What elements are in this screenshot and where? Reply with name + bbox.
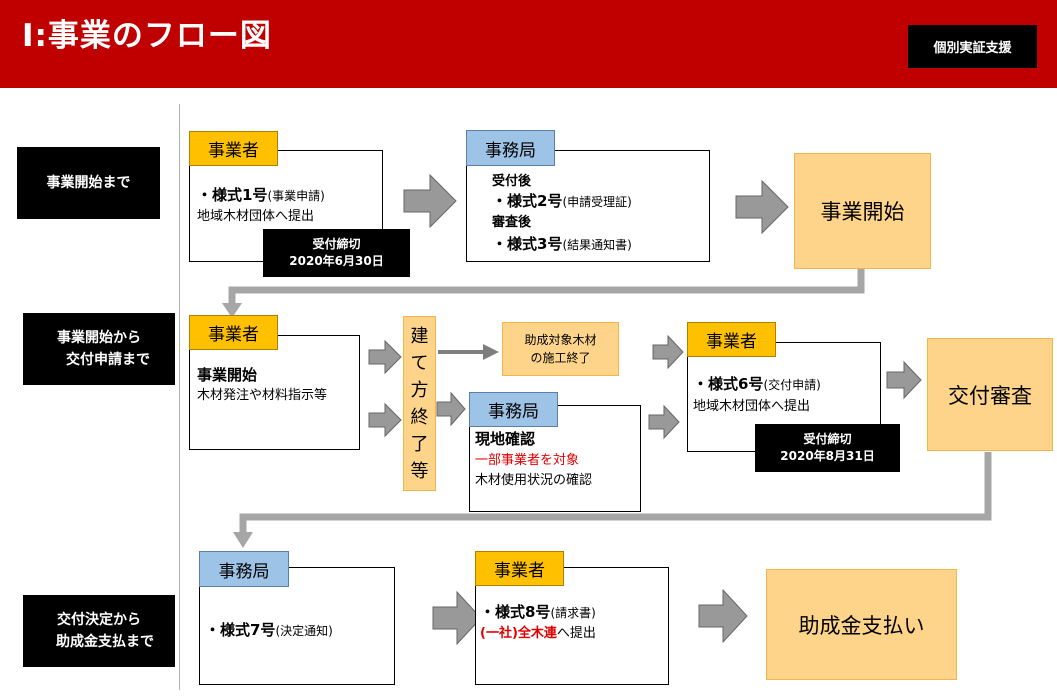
category-badge: 個別実証支援 xyxy=(908,25,1037,68)
applicant-box-4 xyxy=(475,567,669,685)
stage-label-3: 交付決定から 助成金支払まで xyxy=(23,595,175,667)
flow-arrow xyxy=(368,402,402,438)
result-business-start: 事業開始 xyxy=(794,153,931,269)
result-grant-payment: 助成金支払い xyxy=(766,569,957,680)
submit-to-zenmokuren-line: (一社)全木連へ提出 xyxy=(480,626,596,641)
page-title: Ⅰ:事業のフロー図 xyxy=(22,18,272,54)
flow-arrow xyxy=(368,339,402,375)
applicant-box-2 xyxy=(189,335,360,450)
submit-line: 地域木材団体へ提出 xyxy=(197,209,315,224)
flow-arrow xyxy=(648,404,680,440)
result-grant-review: 交付審査 xyxy=(927,338,1053,451)
header-bar xyxy=(0,0,1057,88)
secretariat-box-1 xyxy=(466,150,710,262)
stage-label-2: 事業開始から 交付申請まで xyxy=(23,313,175,385)
secretariat-tag: 事務局 xyxy=(466,130,555,166)
form-6-line: ・様式6号(交付申請) xyxy=(693,375,821,393)
secretariat-tag: 事務局 xyxy=(469,392,558,427)
flow-arrow xyxy=(698,588,748,644)
stage-divider xyxy=(179,104,180,690)
flow-arrow xyxy=(886,360,922,400)
subsidized-wood-done-box: 助成対象木材 の施工終了 xyxy=(502,322,619,376)
flow-arrow xyxy=(436,391,466,427)
form-8-line: ・様式8号(請求書) xyxy=(480,603,596,621)
after-receipt-label: 受付後 xyxy=(492,174,532,189)
stage-label-1: 事業開始まで xyxy=(17,147,160,219)
submit-line: 地域木材団体へ提出 xyxy=(693,399,811,414)
flow-arrow xyxy=(403,173,457,229)
form-3-line: ・様式3号(結果通知書) xyxy=(492,235,632,253)
construction-complete-vertical: 建 て 方 終 了 等 xyxy=(403,316,436,491)
flow-arrow xyxy=(652,334,684,370)
applicant-tag: 事業者 xyxy=(189,315,278,350)
order-instruction-line: 木材発注や材料指示等 xyxy=(197,388,328,403)
flow-arrow xyxy=(432,590,482,646)
target-note: 一部事業者を対象 xyxy=(475,453,580,468)
applicant-tag: 事業者 xyxy=(189,131,278,166)
deadline-badge-2: 受付締切 2020年8月31日 xyxy=(755,424,900,472)
deadline-badge-1: 受付締切 2020年6月30日 xyxy=(263,229,410,277)
form-2-line: ・様式2号(申請受理証) xyxy=(492,192,632,210)
wood-usage-check-line: 木材使用状況の確認 xyxy=(475,473,593,488)
business-start-label: 事業開始 xyxy=(197,366,258,384)
flow-arrow xyxy=(735,179,789,235)
form-7-line: ・様式7号(決定通知) xyxy=(205,621,333,639)
after-review-label: 審査後 xyxy=(492,215,532,230)
applicant-tag: 事業者 xyxy=(687,322,776,357)
secretariat-tag: 事務局 xyxy=(199,551,289,587)
site-check-label: 現地確認 xyxy=(475,430,536,448)
form-1-line: ・様式1号(事業申請) xyxy=(197,186,325,204)
applicant-tag: 事業者 xyxy=(475,551,564,586)
